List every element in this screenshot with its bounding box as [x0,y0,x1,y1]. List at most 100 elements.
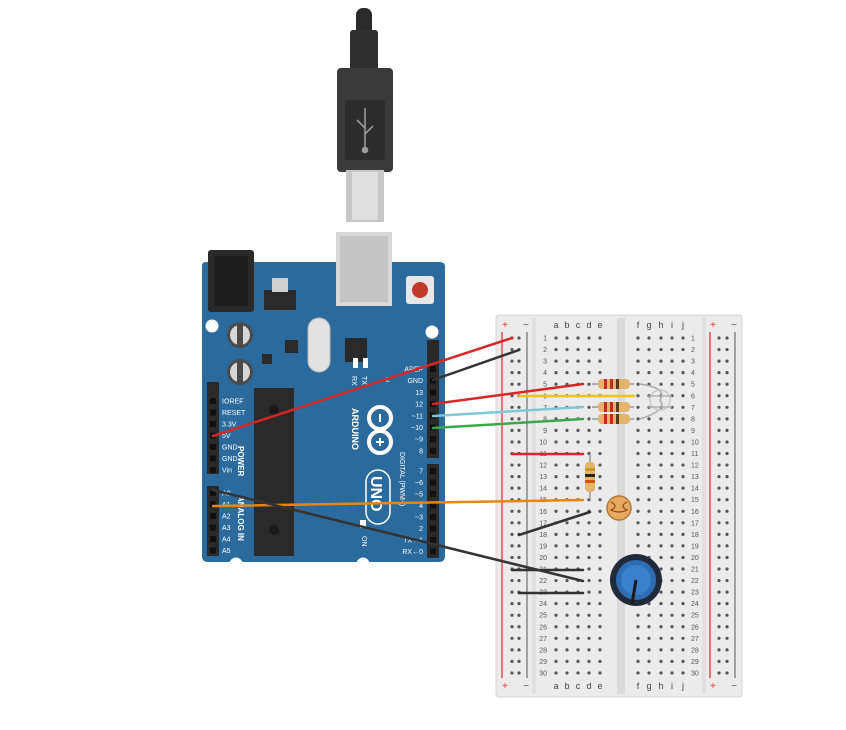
bb-hole[interactable] [670,347,674,352]
bb-hole[interactable] [659,555,663,560]
rail-hole[interactable] [717,648,721,652]
bb-hole[interactable] [598,509,602,513]
bb-hole[interactable] [647,359,651,363]
bb-hole[interactable] [647,486,651,490]
wire-cyan-pin11[interactable] [431,405,585,418]
header-pin[interactable] [210,490,216,496]
bb-hole[interactable] [670,336,674,340]
bb-hole[interactable] [681,382,685,386]
bb-hole[interactable] [659,636,663,640]
rail-hole[interactable] [510,578,514,583]
bb-hole[interactable] [647,659,651,664]
bb-hole[interactable] [670,578,674,583]
bb-hole[interactable] [670,636,674,640]
bb-hole[interactable] [670,590,674,594]
rail-hole[interactable] [725,636,729,640]
bb-hole[interactable] [681,440,685,444]
bb-hole[interactable] [565,602,569,606]
header-pin[interactable] [430,389,436,396]
bb-hole[interactable] [576,509,580,513]
wire-green-pin10[interactable] [431,417,585,430]
bb-hole[interactable] [598,475,602,479]
bb-hole[interactable] [598,451,602,456]
bb-hole[interactable] [576,440,580,444]
header-pin[interactable] [430,468,436,474]
bb-hole[interactable] [647,636,651,640]
rail-hole[interactable] [725,625,729,629]
bb-hole[interactable] [587,405,591,409]
header-pin[interactable] [430,436,436,443]
bb-hole[interactable] [587,440,591,444]
bb-hole[interactable] [636,532,640,536]
rail-hole[interactable] [717,347,721,352]
rail-hole[interactable] [517,382,521,386]
bb-hole[interactable] [598,602,602,606]
bb-hole[interactable] [681,671,685,675]
header-pin[interactable] [430,447,436,454]
header-pin[interactable] [210,536,216,542]
bb-hole[interactable] [681,371,685,375]
bb-hole[interactable] [647,671,651,675]
bb-hole[interactable] [598,521,602,525]
rail-hole[interactable] [517,544,521,548]
rail-hole[interactable] [510,625,514,629]
rail-hole[interactable] [517,440,521,444]
rail-hole[interactable] [717,521,721,525]
bb-hole[interactable] [659,336,663,340]
bb-hole[interactable] [659,486,663,490]
header-pin[interactable] [210,513,216,519]
bb-hole[interactable] [565,648,569,652]
rail-hole[interactable] [510,521,514,525]
bb-hole[interactable] [576,602,580,606]
bb-hole[interactable] [565,336,569,340]
rail-hole[interactable] [517,359,521,363]
bb-hole[interactable] [598,625,602,629]
rgb-led[interactable] [639,383,672,420]
header-pin[interactable] [210,501,216,508]
rail-hole[interactable] [717,532,721,536]
bb-hole[interactable] [681,336,685,340]
bb-hole[interactable] [576,521,580,525]
rail-hole[interactable] [717,544,721,548]
bb-hole[interactable] [598,567,602,571]
bb-hole[interactable] [659,590,663,594]
bb-hole[interactable] [565,613,569,617]
bb-hole[interactable] [587,382,591,386]
bb-hole[interactable] [598,371,602,375]
rail-hole[interactable] [717,417,721,421]
header-pin[interactable] [210,467,216,473]
bb-hole[interactable] [598,544,602,548]
rail-hole[interactable] [717,578,721,583]
rail-hole[interactable] [717,602,721,606]
bb-hole[interactable] [659,567,663,571]
bb-hole[interactable] [598,555,602,560]
bb-hole[interactable] [647,371,651,375]
rail-hole[interactable] [510,371,514,375]
header-pin[interactable] [210,398,216,404]
bb-hole[interactable] [587,428,591,432]
potentiometer[interactable] [610,554,662,606]
bb-hole[interactable] [576,659,580,664]
header-pin[interactable] [210,455,216,462]
bb-hole[interactable] [670,613,674,617]
rail-hole[interactable] [510,544,514,548]
bb-hole[interactable] [636,509,640,513]
bb-hole[interactable] [636,382,640,386]
bb-hole[interactable] [636,475,640,479]
bb-hole[interactable] [565,509,569,513]
rail-hole[interactable] [725,382,729,386]
resistor-photo[interactable] [585,454,595,500]
header-pin[interactable] [430,514,436,520]
rail-hole[interactable] [517,521,521,525]
rail-hole[interactable] [717,625,721,629]
bb-hole[interactable] [587,371,591,375]
bb-hole[interactable] [576,532,580,536]
resistor-red-1[interactable] [592,379,634,389]
bb-hole[interactable] [576,359,580,363]
rail-hole[interactable] [725,417,729,421]
rail-hole[interactable] [510,417,514,421]
rail-hole[interactable] [510,590,514,594]
bb-hole[interactable] [565,371,569,375]
bb-hole[interactable] [681,532,685,536]
rail-hole[interactable] [517,625,521,629]
